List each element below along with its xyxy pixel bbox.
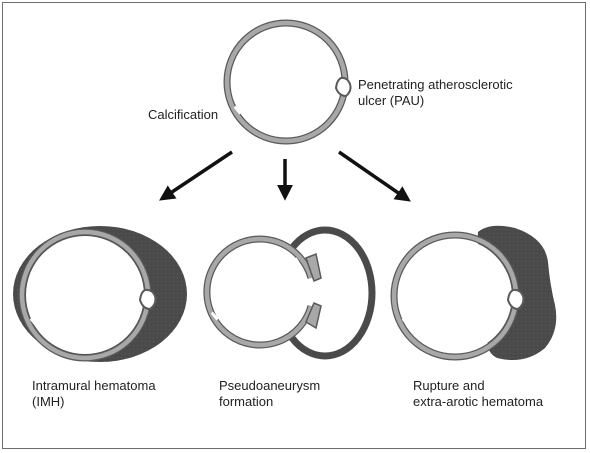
- rupture-label: Rupture and extra-arotic hematoma: [413, 378, 544, 409]
- pau-label: Penetrating atherosclerotic ulcer (PAU): [358, 77, 513, 108]
- imh-diagram: [13, 226, 187, 362]
- pseudoaneurysm-label: Pseudoaneurysm formation: [219, 378, 321, 409]
- arrow-to-rupture: [338, 150, 411, 202]
- top-aorta-pau: [223, 19, 352, 145]
- calcification-plaque: [233, 105, 242, 115]
- rupture-diagram: [390, 225, 557, 361]
- calcification-plaque: [320, 55, 329, 66]
- arrow-to-imh: [159, 150, 233, 201]
- ulcer-crater: [138, 288, 157, 311]
- ulcer-crater: [506, 288, 525, 311]
- calcification-plaque: [321, 108, 330, 119]
- imh-label: Intramural hematoma (IMH): [32, 378, 156, 409]
- calcification-label: Calcification: [148, 107, 219, 122]
- ulcer-crater: [334, 76, 352, 98]
- pseudoaneurysm-diagram: [203, 226, 376, 360]
